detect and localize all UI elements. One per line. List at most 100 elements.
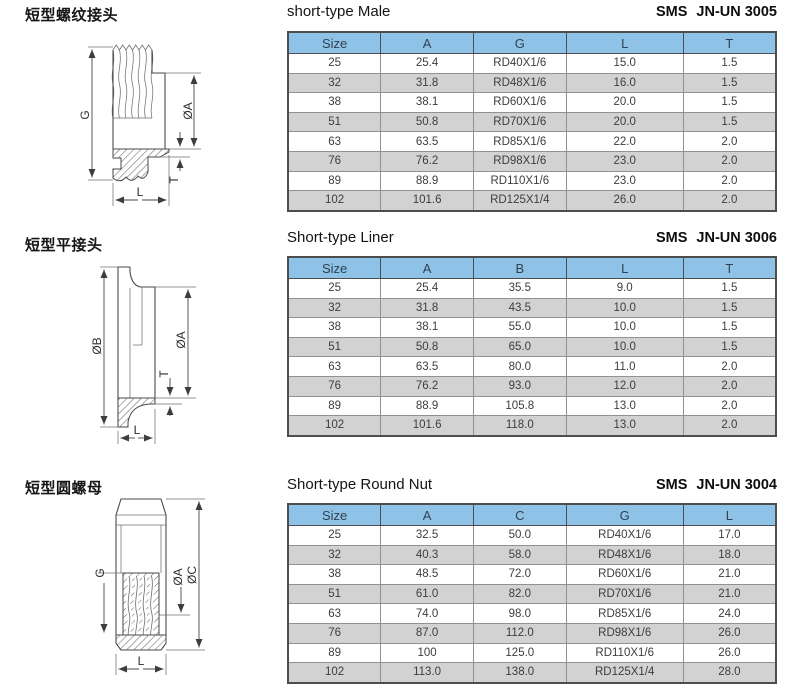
table-cell: RD70X1/6	[565, 583, 684, 605]
table-cell: 28.0	[682, 662, 777, 684]
table-cell: 88.9	[380, 170, 474, 192]
table-cell: 22.0	[565, 131, 684, 152]
table-cell: 24.0	[682, 603, 777, 624]
table-cell: 76.2	[380, 375, 474, 397]
table-cell: 20.0	[565, 92, 684, 113]
table-cell: 51	[287, 336, 382, 358]
table-cell: 1.5	[682, 53, 777, 74]
table-cell: 51	[287, 583, 382, 605]
table-cell: 50.8	[380, 111, 474, 133]
column-header: A	[380, 256, 474, 279]
column-header: C	[472, 503, 567, 526]
table-cell: 101.6	[380, 415, 474, 437]
table-cell: 89	[287, 395, 382, 417]
table-cell: 32	[287, 297, 382, 319]
table-cell: 2.0	[682, 356, 777, 377]
table-cell: 43.5	[472, 297, 567, 319]
table-cell: 18.0	[682, 544, 777, 566]
dim-label-oa: ØA	[181, 102, 195, 119]
table-cell: 63.5	[380, 131, 474, 152]
table-cell: 32.5	[380, 525, 474, 546]
dim-label-t: T	[167, 176, 181, 184]
table-cell: 2.0	[682, 190, 777, 212]
table-cell: 55.0	[472, 317, 567, 338]
table-cell: 25	[287, 53, 382, 74]
column-header: G	[472, 31, 567, 54]
table-cell: 74.0	[380, 603, 474, 624]
table-cell: 38	[287, 317, 382, 338]
column-header: B	[472, 256, 567, 279]
table-cell: RD60X1/6	[472, 92, 567, 113]
table-cell: 1.5	[682, 72, 777, 94]
dim-label-l: L	[137, 185, 144, 199]
standard-label: SMS	[655, 4, 688, 20]
column-header: L	[565, 256, 684, 279]
table-cell: 38	[287, 92, 382, 113]
table-cell: RD70X1/6	[472, 111, 567, 133]
table-cell: 102	[287, 662, 382, 684]
table-cell: 87.0	[380, 622, 474, 644]
table-cell: 1.5	[682, 336, 777, 358]
column-header: Size	[287, 256, 382, 279]
table-cell: RD40X1/6	[565, 525, 684, 546]
column-header: L	[565, 31, 684, 54]
table-cell: 61.0	[380, 583, 474, 605]
table-cell: 102	[287, 415, 382, 437]
table-cell: RD125X1/4	[472, 190, 567, 212]
section-male: 短型螺纹接头 G ØA	[0, 0, 800, 228]
standard-code: SMS JN-UN 3006	[656, 230, 777, 246]
dim-label-g: G	[93, 568, 107, 577]
table-cell: 2.0	[682, 375, 777, 397]
table-cell: RD110X1/6	[472, 170, 567, 192]
table-cell: 80.0	[472, 356, 567, 377]
table-cell: 63.5	[380, 356, 474, 377]
table-cell: RD85X1/6	[472, 131, 567, 152]
table-cell: 76	[287, 150, 382, 172]
standard-label: SMS	[655, 477, 688, 493]
dim-label-l: L	[134, 423, 141, 437]
table-cell: 76	[287, 375, 382, 397]
table-cell: 26.0	[565, 190, 684, 212]
section-liner: 短型平接头 ØB ØA T	[0, 228, 800, 465]
standard-code: SMS JN-UN 3005	[656, 4, 777, 20]
table-cell: 2.0	[682, 415, 777, 437]
table-cell: 21.0	[682, 564, 777, 585]
table-cell: 58.0	[472, 544, 567, 566]
table-cell: 26.0	[682, 642, 777, 664]
table-cell: 38.1	[380, 92, 474, 113]
section-title-cn: 短型平接头	[25, 237, 103, 254]
table-cell: 16.0	[565, 72, 684, 94]
code-label: JN-UN 3004	[696, 477, 777, 493]
table-cell: 125.0	[472, 642, 567, 664]
table-cell: RD60X1/6	[565, 564, 684, 585]
column-header: Size	[287, 31, 382, 54]
table-cell: RD98X1/6	[565, 622, 684, 644]
column-header: T	[682, 256, 777, 279]
table-cell: 9.0	[565, 278, 684, 299]
table-cell: 1.5	[682, 297, 777, 319]
dim-label-oc: ØC	[185, 566, 199, 584]
table-cell: 48.5	[380, 564, 474, 585]
table-cell: 2.0	[682, 150, 777, 172]
dim-label-oa: ØA	[174, 331, 188, 348]
table-cell: 1.5	[682, 92, 777, 113]
table-cell: 88.9	[380, 395, 474, 417]
table-cell: 89	[287, 170, 382, 192]
table-cell: 98.0	[472, 603, 567, 624]
table-cell: 93.0	[472, 375, 567, 397]
table-cell: 65.0	[472, 336, 567, 358]
table-cell: 13.0	[565, 395, 684, 417]
section-title-cn: 短型圆螺母	[25, 480, 103, 497]
table-cell: 76	[287, 622, 382, 644]
